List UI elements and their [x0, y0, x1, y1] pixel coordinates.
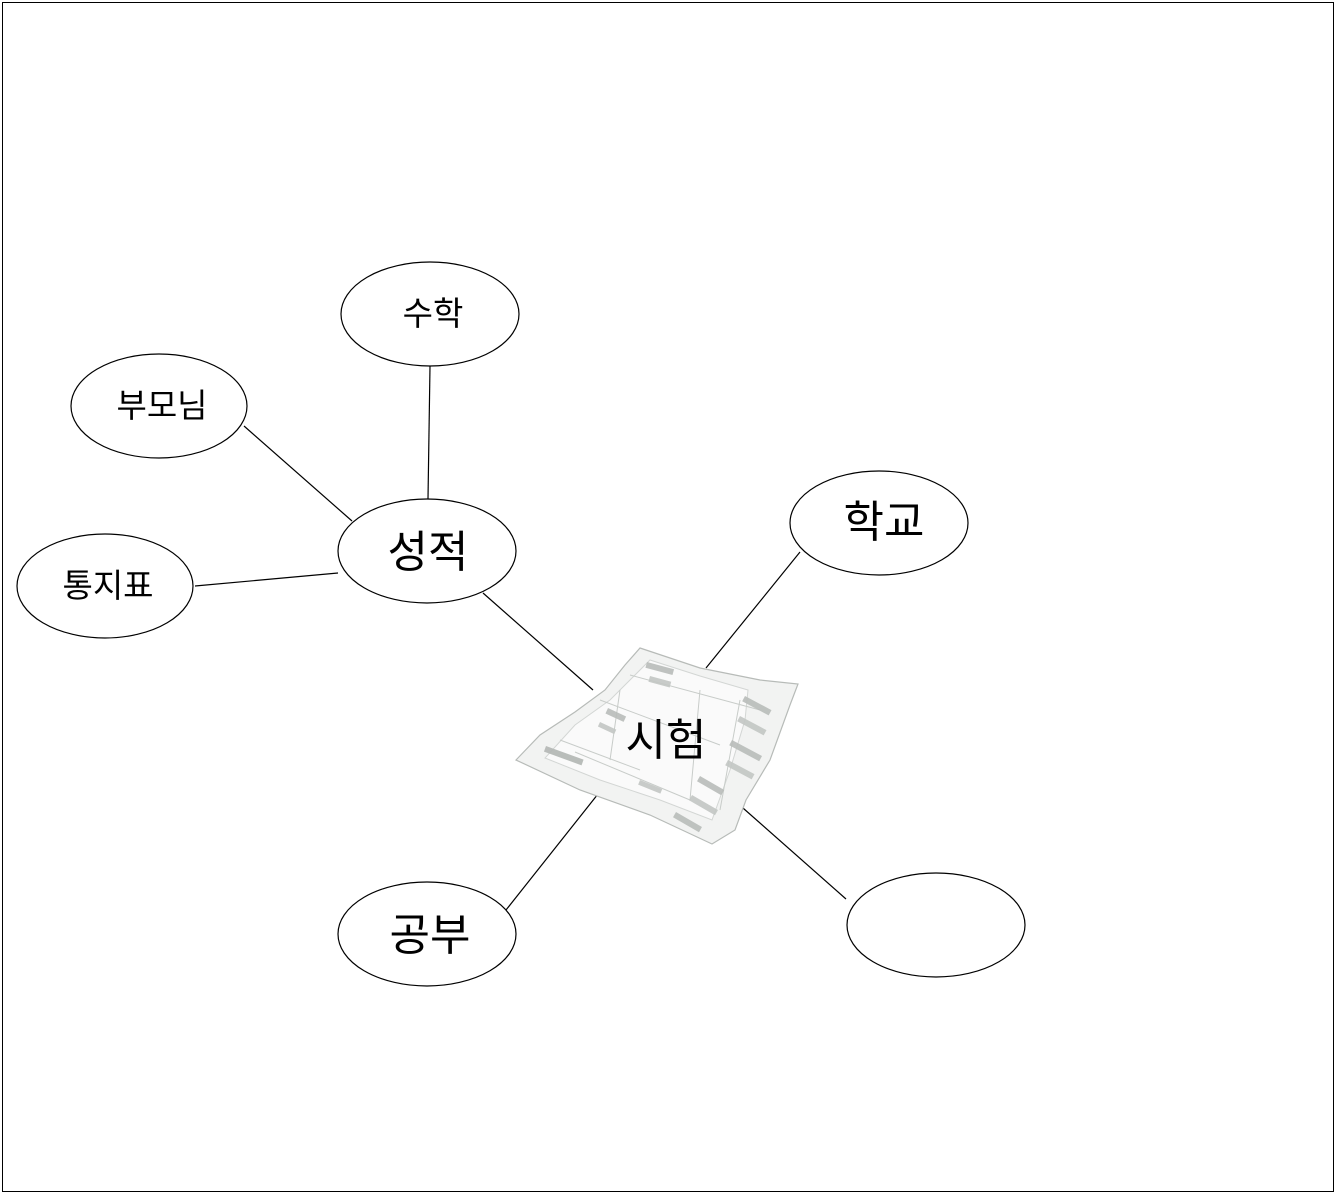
label-math: 수학	[403, 294, 464, 333]
label-grades: 성적	[388, 527, 469, 578]
node-school	[789, 470, 969, 576]
label-school: 학교	[844, 497, 925, 548]
node-grades	[337, 498, 517, 604]
node-shapes	[16, 261, 1026, 987]
node-math	[340, 261, 520, 367]
test-paper-icon	[514, 647, 799, 845]
line-center-grades	[482, 592, 594, 691]
connectors	[194, 365, 847, 911]
line-center-blank	[734, 800, 847, 900]
label-report-card: 통지표	[62, 566, 153, 605]
line-center-school	[705, 551, 801, 669]
node-blank	[846, 872, 1026, 978]
node-parents	[70, 353, 248, 459]
node-study	[337, 881, 517, 987]
label-study: 공부	[390, 910, 471, 961]
line-grades-math	[427, 365, 431, 500]
line-grades-report-card	[194, 572, 339, 587]
center-label: 시험	[626, 715, 707, 766]
node-report-card	[16, 533, 194, 639]
line-center-study	[505, 793, 599, 911]
label-parents: 부모님	[116, 386, 207, 425]
line-grades-parents	[243, 425, 353, 522]
